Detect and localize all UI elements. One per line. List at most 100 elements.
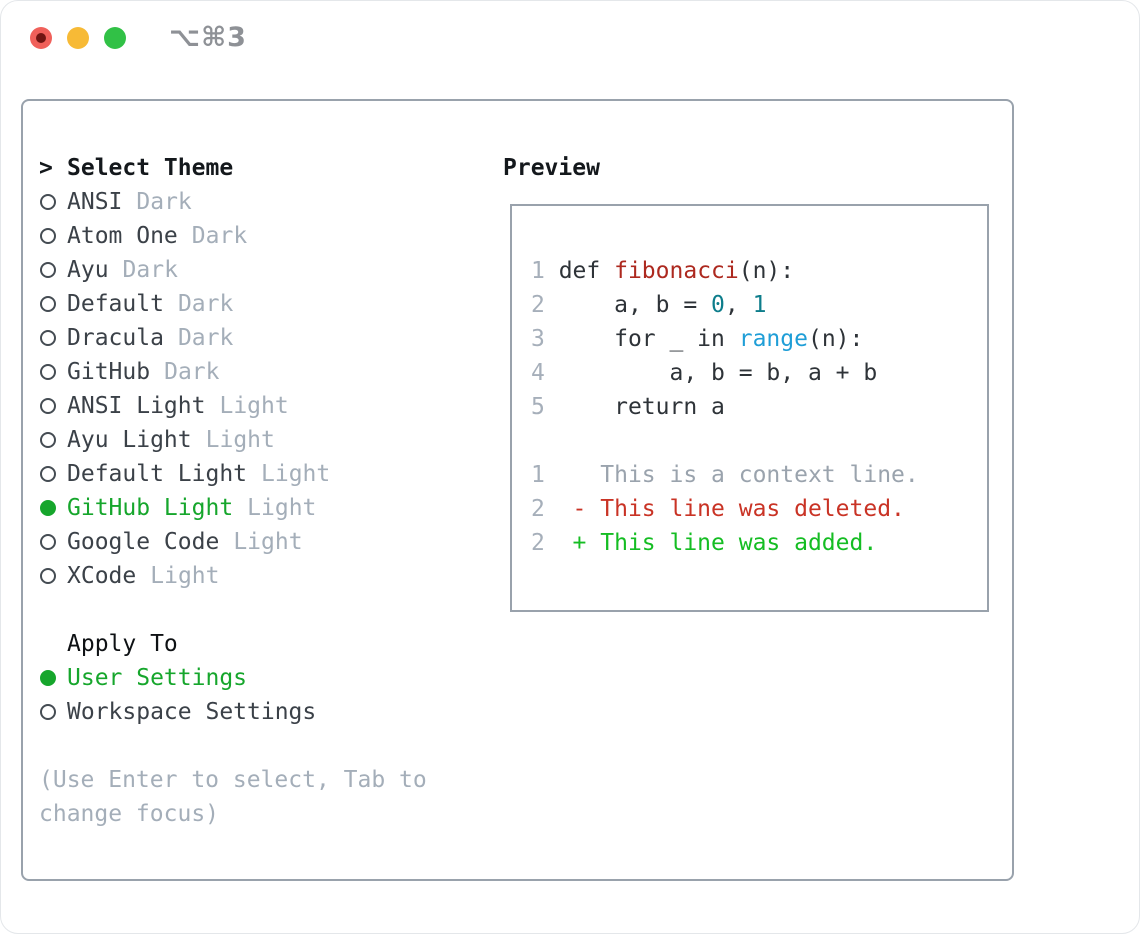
code-segment-lit: 1: [752, 292, 767, 318]
radio-icon: [40, 534, 56, 550]
radio-icon: [40, 194, 56, 210]
code-segment-plain: for _ in: [544, 326, 739, 352]
preview-code-line: 1 def fibonacci(n):: [531, 254, 987, 288]
code-segment-builtin: range: [738, 326, 808, 352]
code-segment-add: + This line was added.: [544, 530, 878, 556]
theme-option[interactable]: ANSI Dark: [39, 185, 489, 219]
theme-name: Atom One: [67, 223, 178, 249]
theme-variant-badge: Light: [233, 529, 303, 555]
theme-variant-badge: Dark: [164, 359, 220, 385]
code-segment-lit: 0: [711, 292, 725, 318]
theme-name: Ayu Light: [67, 427, 192, 453]
code-segment-plain: a, b = b, a + b: [544, 360, 878, 386]
theme-name: ANSI: [67, 189, 123, 215]
radio-icon: [40, 330, 56, 346]
apply-to-title: Apply To: [67, 631, 178, 657]
code-segment-plain: (n):: [807, 326, 864, 352]
preview-code-line: 1 This is a context line.: [531, 458, 987, 492]
code-segment-num: 2: [531, 292, 545, 318]
preview-code-line: 2 a, b = 0, 1: [531, 288, 987, 322]
theme-name: Dracula: [67, 325, 164, 351]
code-segment-ctx: This is a context line.: [544, 462, 919, 488]
theme-picker-column: > Select Theme ANSI Dark Atom One Dark A…: [39, 151, 489, 831]
close-button[interactable]: [30, 27, 52, 49]
apply-to-list: User Settings Workspace Settings: [39, 661, 489, 729]
apply-option[interactable]: Workspace Settings: [39, 695, 489, 729]
radio-icon: [40, 704, 56, 720]
code-segment-func: fibonacci: [614, 258, 739, 284]
preview-code-line: 2 - This line was deleted.: [531, 492, 987, 526]
theme-name: Google Code: [67, 529, 220, 555]
theme-variant-badge: Light: [219, 393, 289, 419]
apply-to-header: Apply To: [39, 627, 489, 661]
code-segment-plain: (n):: [738, 258, 795, 284]
help-text: (Use Enter to select, Tab to change focu…: [39, 767, 427, 827]
theme-name: ANSI Light: [67, 393, 206, 419]
window-shortcut-label: ⌥⌘3: [169, 22, 247, 53]
theme-variant-badge: Dark: [136, 189, 192, 215]
theme-name: GitHub: [67, 359, 151, 385]
radio-icon: [40, 296, 56, 312]
code-segment-plain: def: [544, 258, 615, 284]
apply-option-label: User Settings: [67, 665, 248, 691]
preview-code-line: 4 a, b = b, a + b: [531, 356, 987, 390]
theme-option[interactable]: Ayu Dark: [39, 253, 489, 287]
code-segment-del: - This line was deleted.: [544, 496, 905, 522]
code-segment-plain: ,: [724, 292, 753, 318]
theme-option[interactable]: Atom One Dark: [39, 219, 489, 253]
radio-icon: [40, 432, 56, 448]
radio-icon: [40, 262, 56, 278]
radio-selected-icon: [40, 670, 56, 686]
theme-option[interactable]: ANSI Light Light: [39, 389, 489, 423]
apply-option-label: Workspace Settings: [67, 699, 317, 725]
theme-name: Default: [67, 291, 164, 317]
zoom-button[interactable]: [104, 27, 126, 49]
theme-option[interactable]: XCode Light: [39, 559, 489, 593]
theme-variant-badge: Dark: [177, 325, 234, 351]
preview-code-line: 3 for _ in range(n):: [531, 322, 987, 356]
theme-option[interactable]: Dracula Dark: [39, 321, 489, 355]
code-segment-plain: a, b =: [544, 292, 712, 318]
code-segment-num: 4: [531, 360, 545, 386]
code-segment-num: 1: [531, 258, 545, 284]
theme-variant-badge: Light: [247, 495, 317, 521]
preview-code-line: 2 + This line was added.: [531, 526, 987, 560]
theme-variant-badge: Light: [205, 427, 275, 453]
code-segment-num: 3: [531, 326, 545, 352]
theme-option[interactable]: GitHub Dark: [39, 355, 489, 389]
theme-name: Default Light: [67, 461, 248, 487]
preview-code-line: 5 return a: [531, 390, 987, 424]
theme-variant-badge: Light: [150, 563, 220, 589]
theme-option[interactable]: GitHub Light Light: [39, 491, 489, 525]
theme-option[interactable]: Ayu Light Light: [39, 423, 489, 457]
preview-title: Preview: [503, 155, 600, 181]
theme-variant-badge: Dark: [177, 291, 234, 317]
select-theme-header: > Select Theme: [39, 151, 489, 185]
radio-icon: [40, 398, 56, 414]
radio-icon: [40, 466, 56, 482]
theme-variant-badge: Light: [261, 461, 331, 487]
theme-list: ANSI Dark Atom One Dark Ayu Dark Default…: [39, 185, 489, 593]
code-segment-plain: return a: [544, 394, 725, 420]
theme-name: GitHub Light: [67, 495, 234, 521]
code-segment-num: 5: [531, 394, 545, 420]
theme-name: Ayu: [67, 257, 109, 283]
apply-option[interactable]: User Settings: [39, 661, 489, 695]
code-segment-num: 2: [531, 496, 545, 522]
theme-option[interactable]: Google Code Light: [39, 525, 489, 559]
radio-selected-icon: [40, 500, 56, 516]
select-theme-title: Select Theme: [67, 155, 234, 181]
theme-option[interactable]: Default Light Light: [39, 457, 489, 491]
theme-option[interactable]: Default Dark: [39, 287, 489, 321]
theme-picker-panel: > Select Theme ANSI Dark Atom One Dark A…: [21, 99, 1014, 881]
radio-icon: [40, 364, 56, 380]
radio-icon: [40, 228, 56, 244]
titlebar: ⌥⌘3: [30, 22, 247, 53]
radio-icon: [40, 568, 56, 584]
prompt-icon: >: [39, 155, 53, 181]
preview-code-line: [531, 424, 987, 458]
minimize-button[interactable]: [67, 27, 89, 49]
code-segment-num: 1: [531, 462, 545, 488]
